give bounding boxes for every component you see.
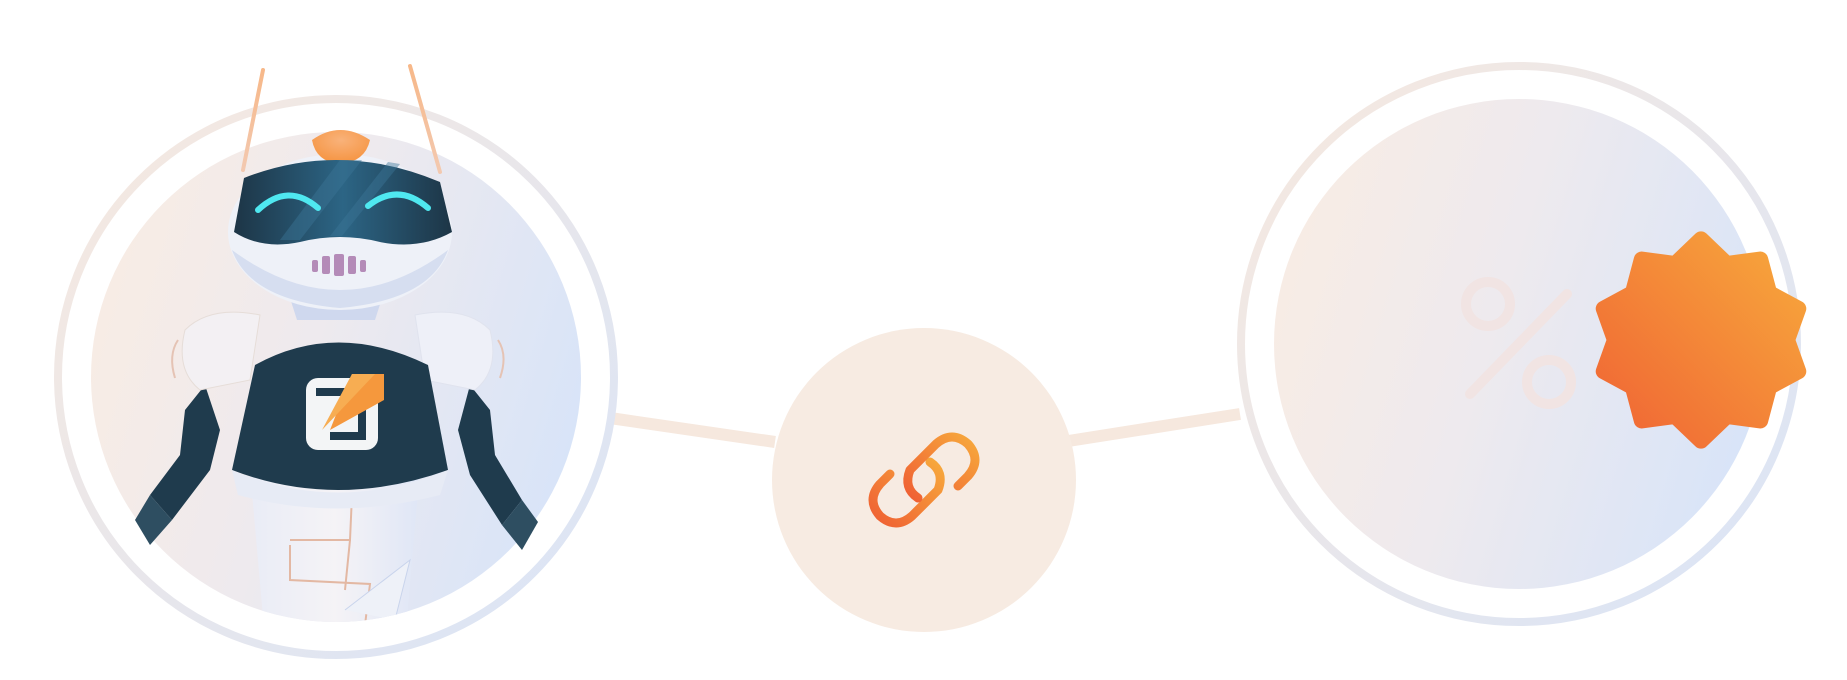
robot-mouth (312, 254, 366, 276)
discount-badge (1237, 62, 1807, 626)
link-connector (772, 328, 1076, 632)
chest-logo-icon (306, 374, 384, 450)
connector-lines (609, 408, 1241, 448)
robot-mascot-icon (135, 64, 538, 622)
robot-badge (54, 64, 618, 659)
link-icon (868, 432, 980, 528)
discount-percent-badge-icon (1461, 231, 1807, 449)
